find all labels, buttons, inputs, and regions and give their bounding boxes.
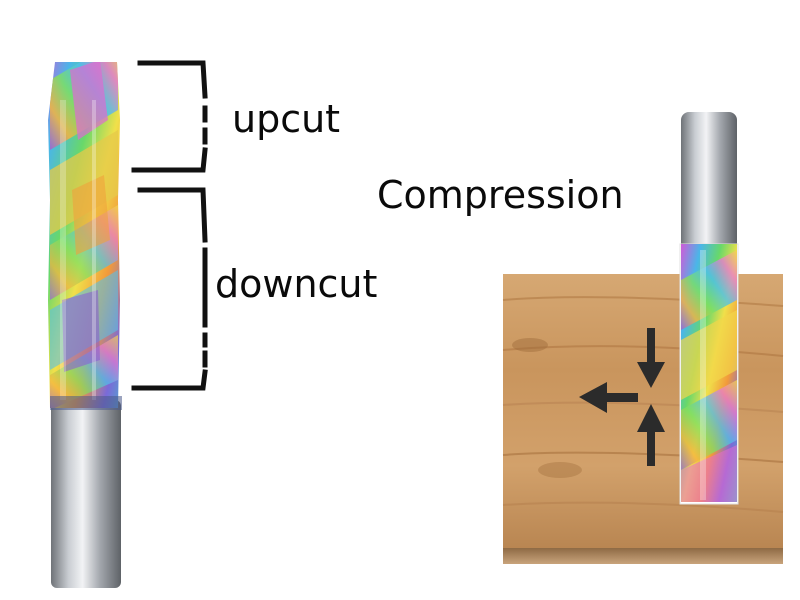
upcut-bracket xyxy=(131,60,208,173)
left-router-bit xyxy=(48,62,122,588)
compression-label: Compression xyxy=(377,173,624,217)
arrow-left-icon xyxy=(579,382,638,413)
right-bit-flutes xyxy=(681,244,737,502)
arrow-down-icon xyxy=(637,328,665,388)
downcut-bracket xyxy=(131,187,208,391)
wood-block xyxy=(502,274,784,564)
left-bit-shank xyxy=(51,400,121,588)
right-bit-shank xyxy=(681,112,737,252)
left-bit-flutes xyxy=(48,62,120,408)
right-router-bit xyxy=(679,112,739,505)
downcut-label: downcut xyxy=(215,262,378,306)
upcut-label: upcut xyxy=(232,97,341,141)
arrow-up-icon xyxy=(637,404,665,466)
